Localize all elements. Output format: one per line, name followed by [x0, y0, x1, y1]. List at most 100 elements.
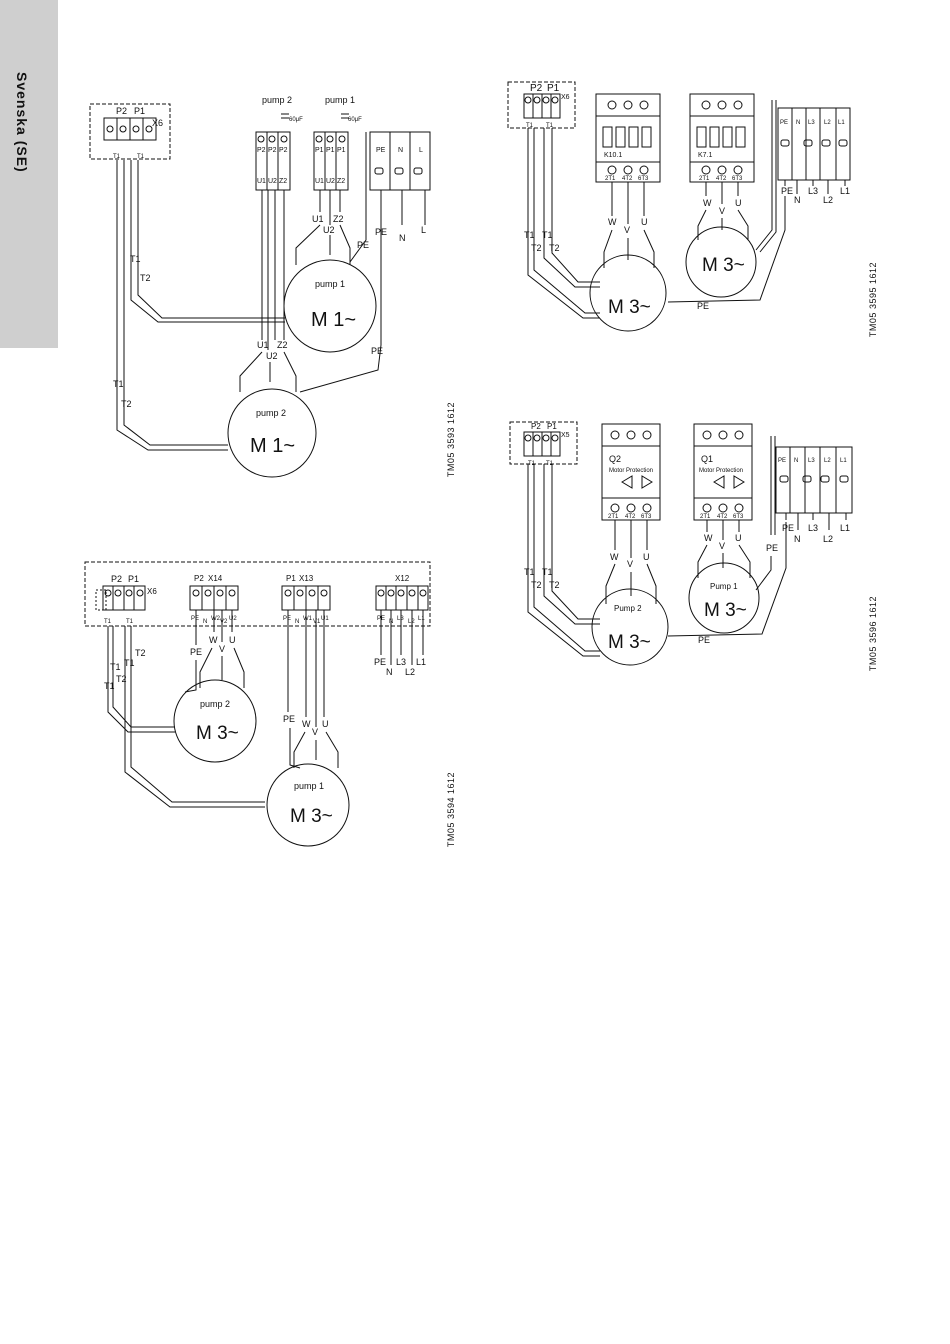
d4-supply-terminal: [775, 446, 853, 514]
d1-t2-label: T2: [140, 273, 151, 283]
d4-q1-6t3: 6T3: [733, 514, 744, 520]
svg-text:T1: T1: [546, 461, 554, 467]
d1-n-supply: N: [399, 233, 406, 243]
d3-x6-label: X6: [561, 94, 570, 101]
d3-l1-supply: L1: [840, 186, 850, 196]
d1-pump1-terminal: [313, 131, 349, 191]
d2-pump2-motor-text: M 3~: [196, 723, 239, 744]
d2-v1: V1: [313, 619, 321, 625]
d1-pump2-motor-text: M 1~: [250, 435, 295, 457]
d4-pump2-motor-text: M 3~: [608, 632, 651, 653]
d1-cap2-value: 60μF: [289, 117, 303, 123]
svg-text:U2: U2: [326, 178, 335, 185]
d2-pump2-motor: [173, 679, 257, 763]
d4-v-p2: V: [627, 559, 633, 569]
d3-supply-terminal: [777, 107, 851, 181]
d1-pump1-name: pump 1: [315, 279, 345, 289]
svg-text:P1: P1: [315, 147, 324, 154]
d2-pe-p1: PE: [283, 714, 295, 724]
d2-t1-c: T1: [104, 681, 115, 691]
d3-u-p2: U: [641, 217, 648, 227]
d2-p1-x13: P1: [286, 574, 296, 583]
d4-u-p2: U: [643, 552, 650, 562]
d3-w-p1: W: [703, 198, 712, 208]
svg-text:P2: P2: [279, 147, 288, 154]
svg-text:T1: T1: [104, 619, 112, 625]
d4-u-p1: U: [735, 533, 742, 543]
d1-pe-pump1: PE: [357, 240, 369, 250]
d2-pump1-name: pump 1: [294, 781, 324, 791]
d4-w-p2: W: [610, 552, 619, 562]
svg-text:PE: PE: [283, 616, 291, 622]
d3-k10-2t1: 2T1: [605, 176, 616, 182]
d4-q2-2t1: 2T1: [608, 514, 619, 520]
d2-t1-a: T1: [110, 662, 121, 672]
d2-t2-b: T2: [116, 674, 127, 684]
d3-p1-label: P1: [547, 83, 560, 94]
svg-text:L2: L2: [824, 458, 831, 464]
d1-t2-label-b: T2: [121, 399, 132, 409]
d3-p2-label: P2: [530, 83, 543, 94]
d4-pump2-name: Pump 2: [614, 604, 642, 613]
svg-text:P1: P1: [326, 147, 335, 154]
d4-p1-label: P1: [547, 422, 557, 431]
d1-n-tag: N: [398, 147, 403, 154]
d3-k7-2t1: 2T1: [699, 176, 710, 182]
d4-q2-4t2: 4T2: [625, 514, 636, 520]
d4-pe-motor: PE: [698, 635, 710, 645]
d3-u-p1: U: [735, 198, 742, 208]
d2-n-supply: N: [386, 667, 393, 677]
d2-v-p1: V: [312, 727, 318, 737]
d3-n-supply: N: [794, 195, 801, 205]
d4-pump1-name: Pump 1: [710, 582, 738, 591]
d2-w-p1: W: [302, 719, 311, 729]
svg-text:P2: P2: [268, 147, 277, 154]
d4-p2-label: P2: [531, 422, 541, 431]
svg-text:L1: L1: [840, 458, 847, 464]
svg-text:T1: T1: [526, 123, 534, 129]
svg-text:L1: L1: [838, 120, 845, 126]
d4-pump1-motor: [688, 562, 760, 634]
svg-text:L3: L3: [808, 458, 815, 464]
svg-text:PE: PE: [780, 120, 788, 126]
d1-p2-label: P2: [116, 106, 127, 116]
d3-v-p1: V: [719, 206, 725, 216]
d4-pe-supply: PE: [782, 523, 794, 533]
d1-pump2-cap-label: pump 2: [262, 95, 292, 105]
d4-t2-a: T2: [531, 580, 542, 590]
d3-l3-supply: L3: [808, 186, 818, 196]
d3-t2-b: T2: [549, 243, 560, 253]
d4-q1-mp: Motor Protection: [699, 468, 743, 474]
d3-l2-supply: L2: [823, 195, 833, 205]
d1-z2-p2: Z2: [277, 340, 288, 350]
d3-motor-1: [685, 226, 757, 298]
d1-u2-p1: U2: [323, 225, 335, 235]
d2-l1-supply: L1: [416, 657, 426, 667]
d2-u-p1: U: [322, 719, 329, 729]
d2-v2: V2: [220, 619, 228, 625]
svg-text:U1: U1: [257, 178, 266, 185]
d3-pe-motor: PE: [697, 301, 709, 311]
d3-k10-label: K10.1: [604, 152, 622, 159]
d4-l3-supply: L3: [808, 523, 818, 533]
d2-x13-label: X13: [299, 574, 314, 583]
d1-x6-box: [89, 103, 171, 160]
d2-w1: W1: [303, 616, 313, 622]
svg-text:P1: P1: [337, 147, 346, 154]
svg-text:U2: U2: [268, 178, 277, 185]
d3-motor-2: [589, 254, 667, 332]
d4-q2-mp: Motor Protection: [609, 468, 653, 474]
d4-q1-4t2: 4T2: [717, 514, 728, 520]
svg-text:N: N: [794, 458, 798, 464]
svg-text:PE: PE: [778, 458, 786, 464]
svg-text:T1: T1: [528, 461, 536, 467]
d4-pump1-motor-text: M 3~: [704, 600, 747, 621]
d3-pe-supply: PE: [781, 186, 793, 196]
svg-text:L1: L1: [418, 616, 425, 622]
d2-control-box: [84, 561, 431, 627]
d4-q2-label: Q2: [609, 454, 621, 464]
d1-u1-p2: U1: [257, 340, 269, 350]
